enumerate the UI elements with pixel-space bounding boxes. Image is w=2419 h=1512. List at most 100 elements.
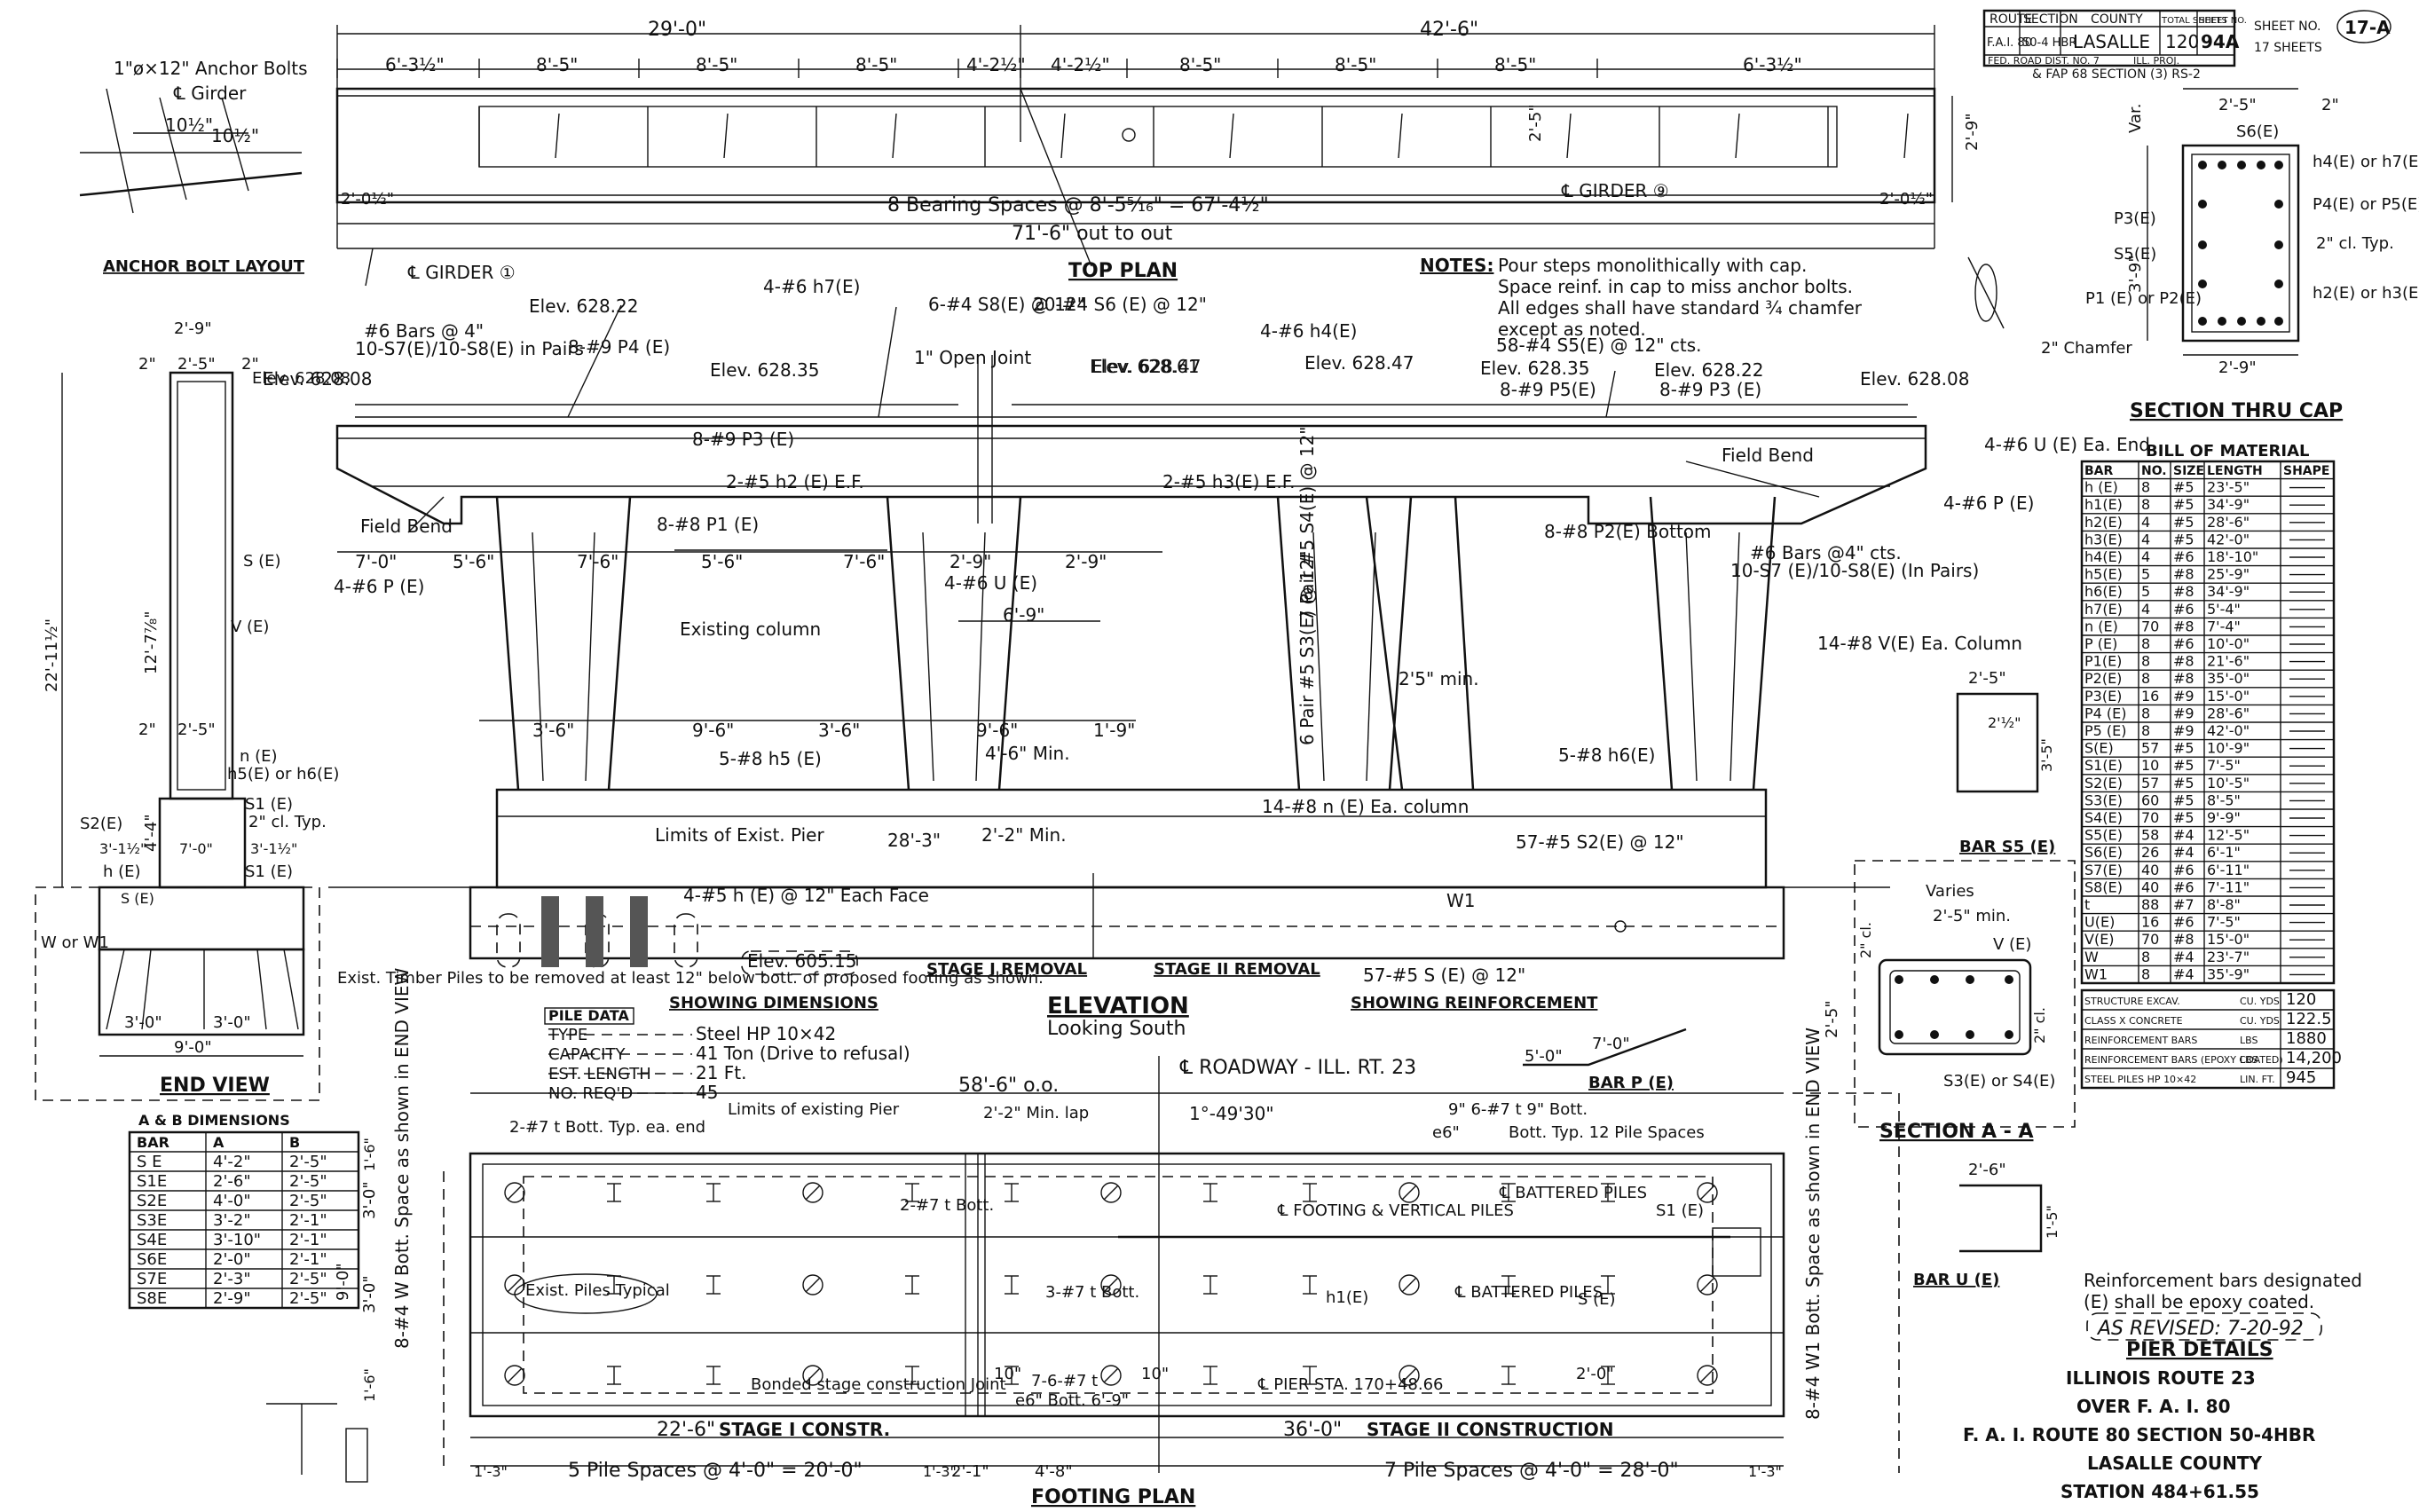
cap-c7: h2(E) or h3(E) xyxy=(2313,284,2419,303)
bearing-mark-0 xyxy=(555,113,560,159)
ev-c6: S2(E) xyxy=(80,815,122,833)
tb-sheet-value: 17-A xyxy=(2344,17,2391,38)
top-girder-1: ℄ GIRDER ① xyxy=(407,262,516,283)
bom-cell-18-0: S3(E) xyxy=(2084,791,2123,808)
north-arrow xyxy=(1974,264,1997,322)
bom-cell-18-2: #5 xyxy=(2173,791,2194,808)
tb-route: F.A.I. 80 xyxy=(1987,36,2032,50)
cap-c4: P3(E) xyxy=(2114,209,2156,228)
bom-cell-14-2: #9 xyxy=(2173,722,2194,739)
elev-dim-r1-2: 7'-6" xyxy=(577,551,619,572)
foot-pile-hatch-1-0 xyxy=(507,1277,523,1293)
bom-cell-9-0: P (E) xyxy=(2084,635,2117,652)
notes-line-3: All edges shall have standard ¾ chamfer xyxy=(1498,297,1863,319)
bar-s5-dim-2: 2'½" xyxy=(1988,714,2021,731)
bom-cell-5-1: 5 xyxy=(2141,566,2150,583)
cap-bar-9 xyxy=(2198,280,2207,288)
elev-callout-24: #6 Bars @ 4" xyxy=(364,320,484,342)
elevation-dims-row-2: 3'-6"9'-6"3'-6"9'-6"1'-9" xyxy=(479,720,1136,741)
bearing-mark-1 xyxy=(723,113,729,159)
bom-cell-2-0: h2(E) xyxy=(2084,514,2123,531)
elev-dim-r2-4: 1'-9" xyxy=(1093,720,1135,741)
bom-total-unit-2: LBS xyxy=(2240,1035,2257,1046)
elev-callout-47: Elev. 605.15 xyxy=(747,950,856,972)
elev-dim-r1-4: 7'-6" xyxy=(843,551,885,572)
elev-callout-8: Elev. 628.08 xyxy=(1860,368,1969,390)
top-seg-dim-9: 6'-3½" xyxy=(1743,54,1802,75)
column-bar2-0 xyxy=(585,532,595,782)
ev-dim-4: 2'-5" xyxy=(177,721,216,739)
elev-callout-29: #6 Bars @4" cts. xyxy=(1750,542,1902,563)
tb-sheets-label: 17 SHEETS xyxy=(2254,41,2322,55)
footing-stage-1: STAGE I CONSTR. xyxy=(719,1419,890,1440)
section-aa-shape xyxy=(1878,958,2032,1056)
ev-dim-1: 2'-5" xyxy=(177,355,216,374)
elev-callout-39: 5-#8 h6(E) xyxy=(1558,744,1655,766)
cap-dim-var: Var. xyxy=(2126,104,2145,133)
bom-cell-18-1: 60 xyxy=(2141,791,2159,808)
bom-cell-17-1: 57 xyxy=(2141,775,2159,791)
elev-leader-2 xyxy=(1605,370,1616,418)
aa-bar-5 xyxy=(1930,1030,1939,1039)
bom-cell-5-2: #8 xyxy=(2173,566,2194,583)
abb-cell-5-2: 2'-1" xyxy=(289,1250,327,1269)
bom-cell-4-3: 18'-10" xyxy=(2207,548,2258,565)
bom-cell-25-2: #6 xyxy=(2173,914,2194,931)
bom-cell-24-1: 88 xyxy=(2141,896,2159,913)
abb-cell-1-2: 2'-5" xyxy=(289,1172,327,1191)
elev-callout-31: 14-#8 V(E) Ea. Column xyxy=(1817,633,2022,654)
elev-callout-46: 57-#5 S (E) @ 12" xyxy=(1363,965,1525,986)
top-plan: 29'-0" 42'-6" 6'-3½"8'-5"8'-5"8'-5"4'-2½… xyxy=(335,19,1982,287)
elev-callout-16: 8-#9 P3 (E) xyxy=(692,429,794,450)
bom-cell-7-2: #6 xyxy=(2173,601,2194,618)
top-depth-1: 2'-5" xyxy=(1526,104,1545,142)
elev-callout-36: 6 Pair #5 S3(E) @ 12" xyxy=(1296,550,1318,745)
showing-reinforcement: SHOWING REINFORCEMENT xyxy=(1351,994,1598,1012)
footing-piles-left: 5 Pile Spaces @ 4'-0" = 20'-0" xyxy=(568,1460,863,1482)
sheet-circle xyxy=(2336,10,2391,43)
foot-callout-22: 10" xyxy=(994,1365,1021,1383)
pile-val-2: 21 Ft. xyxy=(696,1062,747,1083)
footnote: Reinforcement bars designated (E) shall … xyxy=(2084,1270,2362,1341)
footing-outline xyxy=(469,1152,1785,1418)
footing-end-2: 1'-3" xyxy=(1748,1463,1782,1480)
pier-line-4: STATION 484+61.55 xyxy=(2060,1481,2259,1502)
elev-callout-23: 4-#6 P (E) xyxy=(1943,492,2034,514)
bom-cell-22-2: #6 xyxy=(2173,862,2194,878)
abb-cell-4-2: 2'-1" xyxy=(289,1231,327,1249)
bar-p-label: BAR P (E) xyxy=(1588,1074,1674,1092)
elev-callout-27: Field Bend xyxy=(360,516,453,537)
cap-c3: 2" cl. Typ. xyxy=(2316,234,2394,253)
column-left-2 xyxy=(1276,496,1301,791)
cap-bar-11 xyxy=(2198,317,2207,326)
foot-callout-18: ℄ PIER STA. 170+48.66 xyxy=(1257,1375,1443,1394)
footing-side-1: 3'-0" xyxy=(360,1181,379,1219)
pile-data-label: PILE DATA xyxy=(548,1007,629,1024)
foot-pile-hatch-1-6 xyxy=(1103,1277,1119,1293)
cap-bar-1 xyxy=(2218,161,2226,169)
bom-cell-2-1: 4 xyxy=(2141,514,2150,531)
ev-dim-0: 2'-9" xyxy=(174,319,212,338)
top-out-to-out: 71'-6" out to out xyxy=(1012,223,1173,245)
bom-cell-15-3: 10'-9" xyxy=(2207,740,2250,757)
bom-cell-17-3: 10'-5" xyxy=(2207,775,2250,791)
foot-callout-17: Bonded stage construction Joint xyxy=(751,1375,1006,1394)
ev-dim-13: 12'-7⅞" xyxy=(142,610,161,674)
foot-pile-hatch-2-6 xyxy=(1103,1367,1119,1383)
cap-c5: S5(E) xyxy=(2114,245,2156,264)
bom-cell-13-2: #9 xyxy=(2173,705,2194,721)
elevation-footing xyxy=(469,886,1785,960)
abb-header-1: A xyxy=(213,1134,225,1151)
cap-label: SECTION THRU CAP xyxy=(2130,400,2343,422)
foot-callout-12: S (E) xyxy=(1578,1290,1616,1309)
foot-w-right: 8-#4 W1 Bott. Space as shown in END VIEW xyxy=(1802,1028,1824,1420)
foot-callout-13: Exist. Piles Typical xyxy=(525,1281,670,1300)
elev-callout-18: 2-#5 h2 (E) E.F. xyxy=(726,471,864,492)
ev-dim-7: 3'-1½" xyxy=(250,840,297,857)
bar-p-dim-0: 5'-0" xyxy=(1525,1047,1563,1066)
aa-c6: 2'-5" xyxy=(1823,1000,1841,1038)
column-left-0 xyxy=(495,496,520,791)
abb-cell-2-2: 2'-5" xyxy=(289,1192,327,1210)
